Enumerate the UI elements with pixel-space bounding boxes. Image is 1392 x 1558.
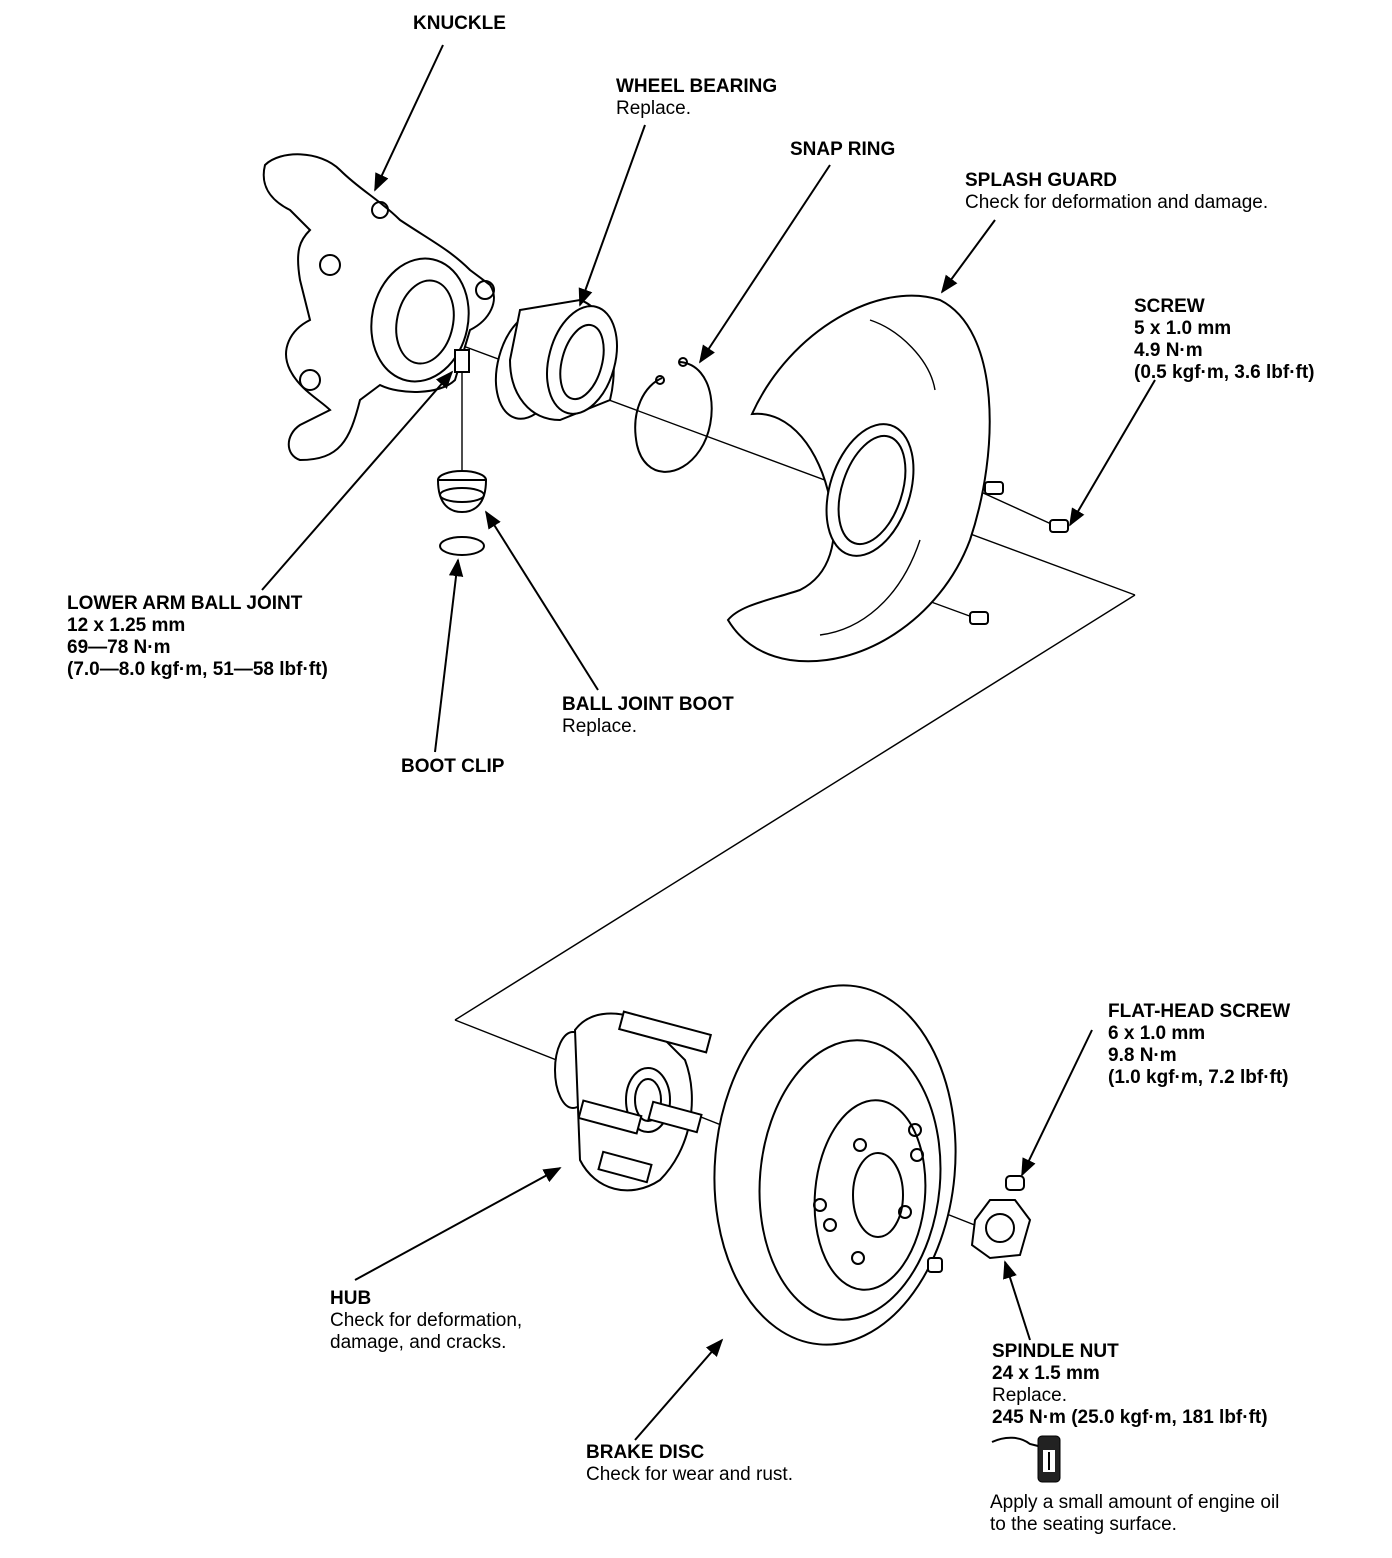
label-snap-ring: SNAP RING [790,139,895,161]
oil-note-line2: to the seating surface. [990,1514,1177,1535]
lower-arm-ball-joint-torque-alt: (7.0—8.0 kgf·m, 51—58 lbf·ft) [67,659,328,680]
flat-head-screw-torque: 9.8 N·m [1108,1045,1177,1066]
wheel-bearing-note: Replace. [616,98,691,119]
ball-joint-boot-title: BALL JOINT BOOT [562,694,734,715]
label-ball-joint-boot: BALL JOINT BOOT Replace. [562,694,734,738]
label-boot-clip: BOOT CLIP [401,756,504,778]
label-hub: HUB Check for deformation, damage, and c… [330,1288,522,1354]
label-oil-note: Apply a small amount of engine oil to th… [990,1492,1279,1536]
snap-ring-part [634,357,713,473]
brake-disc-note: Check for wear and rust. [586,1464,793,1485]
splash-guard-title: SPLASH GUARD [965,170,1118,191]
hub-note-line1: Check for deformation, [330,1310,523,1331]
boot-clip-title: BOOT CLIP [401,756,505,777]
screw-parts [969,481,1069,625]
flat-head-screw-torque-alt: (1.0 kgf·m, 7.2 lbf·ft) [1108,1067,1289,1088]
wheel-bearing-title: WHEEL BEARING [616,76,778,97]
oil-note-line1: Apply a small amount of engine oil [990,1492,1280,1513]
spindle-nut-title: SPINDLE NUT [992,1341,1119,1362]
flat-head-screw-size: 6 x 1.0 mm [1108,1023,1206,1044]
label-lower-arm-ball-joint: LOWER ARM BALL JOINT 12 x 1.25 mm 69—78 … [67,593,328,681]
brake-disc-part [713,984,957,1346]
flat-head-screw-part [1005,1175,1025,1191]
splash-guard-note: Check for deformation and damage. [965,192,1269,213]
knuckle-title: KNUCKLE [413,13,506,34]
hub-title: HUB [330,1288,372,1309]
spindle-nut-size: 24 x 1.5 mm [992,1363,1100,1384]
spindle-nut-part [970,1199,1032,1260]
screw-size: 5 x 1.0 mm [1134,318,1232,339]
wheel-studs [577,1010,713,1184]
leader-lines [261,44,1156,1441]
hub-part [554,1010,713,1192]
boot-clip-part [439,536,485,556]
hub-note-line2: damage, and cracks. [330,1332,507,1353]
screw-torque-alt: (0.5 kgf·m, 3.6 lbf·ft) [1134,362,1315,383]
label-splash-guard: SPLASH GUARD Check for deformation and d… [965,170,1268,214]
knuckle-part [262,153,495,462]
ball-joint-boot-note: Replace. [562,716,637,737]
label-spindle-nut: SPINDLE NUT 24 x 1.5 mm Replace. 245 N·m… [992,1341,1268,1429]
splash-guard-part [726,294,991,663]
screw-title: SCREW [1134,296,1205,317]
flat-head-screw-title: FLAT-HEAD SCREW [1108,1001,1291,1022]
spindle-nut-torque: 245 N·m (25.0 kgf·m, 181 lbf·ft) [992,1407,1268,1428]
label-flat-head-screw: FLAT-HEAD SCREW 6 x 1.0 mm 9.8 N·m (1.0 … [1108,1001,1290,1089]
label-brake-disc: BRAKE DISC Check for wear and rust. [586,1442,793,1486]
wheel-bearing-part [494,298,618,422]
spindle-nut-note: Replace. [992,1385,1067,1406]
screw-torque: 4.9 N·m [1134,340,1203,361]
ball-joint-boot-part [436,470,488,514]
label-knuckle: KNUCKLE [413,13,506,35]
snap-ring-title: SNAP RING [790,139,896,160]
label-screw: SCREW 5 x 1.0 mm 4.9 N·m (0.5 kgf·m, 3.6… [1134,296,1315,384]
oil-can-icon [991,1435,1061,1483]
brake-disc-title: BRAKE DISC [586,1442,705,1463]
lower-arm-ball-joint-torque: 69—78 N·m [67,637,171,658]
label-wheel-bearing: WHEEL BEARING Replace. [616,76,777,120]
lower-arm-ball-joint-size: 12 x 1.25 mm [67,615,186,636]
lower-arm-ball-joint-title: LOWER ARM BALL JOINT [67,593,303,614]
